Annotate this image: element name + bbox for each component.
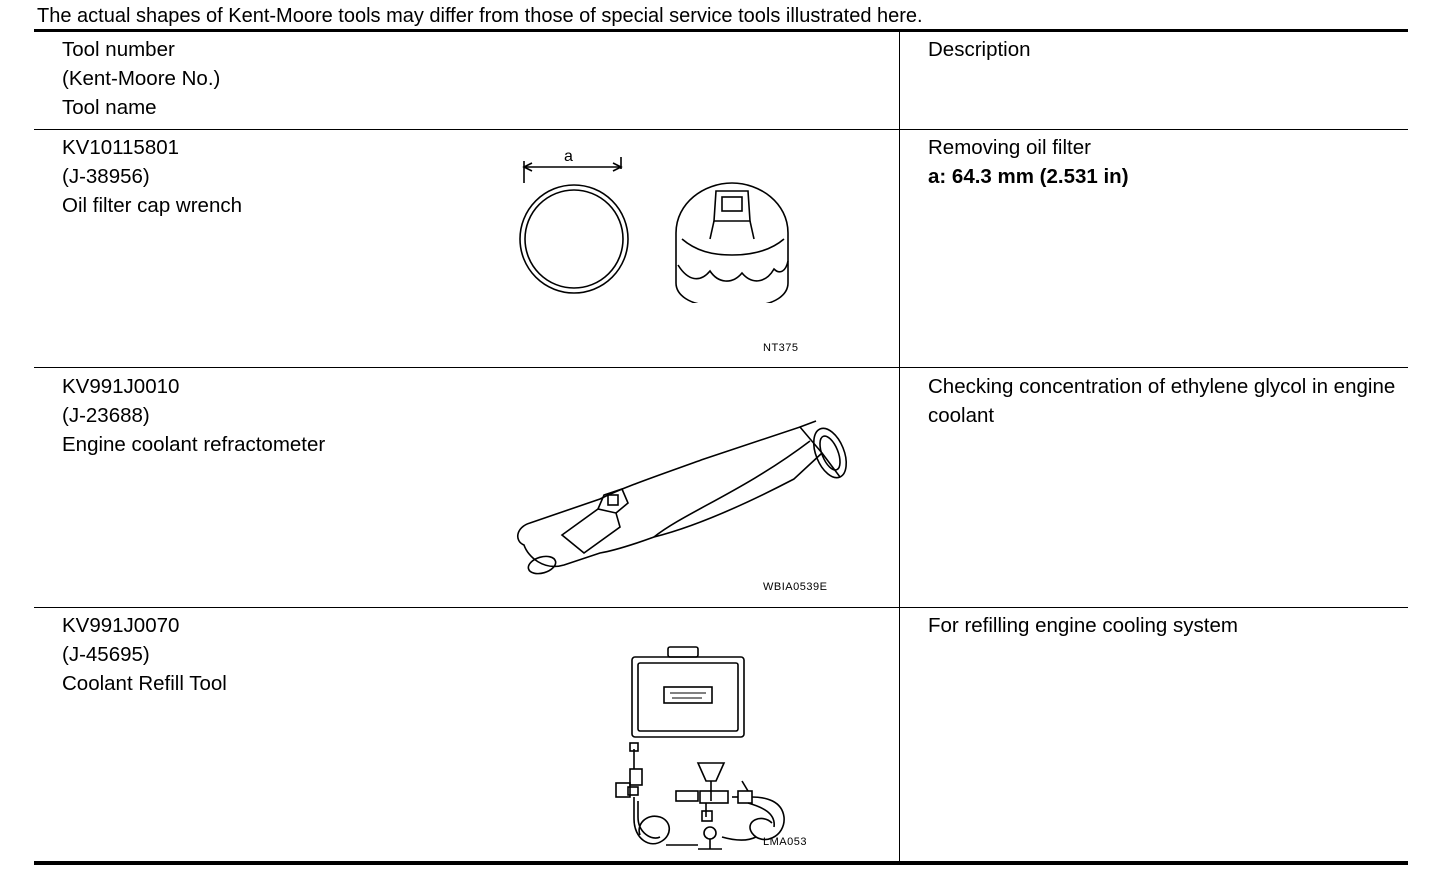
- figure-code: NT375: [763, 342, 799, 354]
- table-row-1-description: Removing oil filter a: 64.3 mm (2.531 in…: [928, 133, 1398, 191]
- header-kent-moore-no: (Kent-Moore No.): [62, 67, 221, 90]
- kent-moore-number: (J-23688): [62, 404, 150, 427]
- kent-moore-number: (J-45695): [62, 643, 150, 666]
- kent-moore-number: (J-38956): [62, 165, 150, 188]
- table-row-1-tool: KV10115801 (J-38956) Oil filter cap wren…: [62, 133, 242, 220]
- description-text: For refilling engine cooling system: [928, 614, 1238, 637]
- header-tool-column: Tool number (Kent-Moore No.) Tool name: [62, 35, 220, 122]
- row-2-bottom-rule: [34, 607, 1408, 608]
- table-top-rule: [34, 29, 1408, 32]
- tool-number: KV991J0070: [62, 614, 180, 637]
- header-description-column: Description: [928, 35, 1398, 64]
- table-row-2-tool: KV991J0010 (J-23688) Engine coolant refr…: [62, 372, 325, 459]
- column-divider: [899, 29, 900, 865]
- tool-number: KV10115801: [62, 136, 180, 159]
- oil-filter-cap-wrench-illustration: a: [519, 148, 789, 303]
- header-description: Description: [928, 38, 1031, 61]
- figure-code: LMA053: [763, 836, 807, 848]
- tool-name: Coolant Refill Tool: [62, 672, 227, 695]
- refractometer-illustration: [517, 420, 848, 575]
- description-text: Checking concentration of ethylene glyco…: [928, 375, 1396, 427]
- row-1-bottom-rule: [34, 367, 1408, 368]
- special-service-tools-table: Tool number (Kent-Moore No.) Tool name D…: [34, 29, 1408, 867]
- table-row-3-tool: KV991J0070 (J-45695) Coolant Refill Tool: [62, 611, 227, 698]
- table-row-2-description: Checking concentration of ethylene glyco…: [928, 372, 1398, 430]
- tool-number: KV991J0010: [62, 375, 180, 398]
- table-bottom-rule: [34, 861, 1408, 865]
- header-tool-number: Tool number: [62, 38, 175, 61]
- dimension-label: a: [564, 148, 573, 165]
- header-tool-name: Tool name: [62, 96, 157, 119]
- intro-note: The actual shapes of Kent-Moore tools ma…: [37, 5, 923, 27]
- description-text: Removing oil filter: [928, 136, 1091, 159]
- tool-name: Oil filter cap wrench: [62, 194, 243, 217]
- coolant-refill-kit-illustration: [615, 646, 785, 850]
- dimension-spec: a: 64.3 mm (2.531 in): [928, 165, 1129, 188]
- tool-name: Engine coolant refractometer: [62, 433, 326, 456]
- header-bottom-rule: [34, 129, 1408, 130]
- table-row-3-description: For refilling engine cooling system: [928, 611, 1398, 640]
- figure-code: WBIA0539E: [763, 581, 828, 593]
